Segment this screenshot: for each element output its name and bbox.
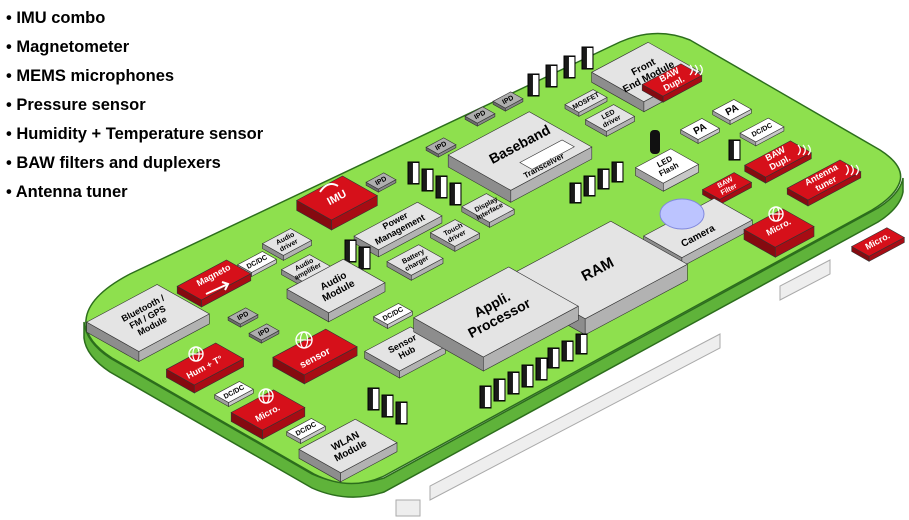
chip <box>583 175 596 197</box>
globe-icon <box>258 388 274 404</box>
baw-dupl-right: BAWDupl. <box>744 140 812 184</box>
chip <box>597 168 610 190</box>
led-flash: LEDFlash <box>634 148 700 192</box>
baw-filter: BAWFilter <box>701 172 753 205</box>
antenna-tuner: Antennatuner <box>786 159 862 207</box>
chip <box>367 387 380 411</box>
imu: IMU <box>296 175 378 231</box>
chip <box>561 340 574 362</box>
chip <box>507 371 520 395</box>
chip <box>563 55 576 79</box>
globe-icon <box>768 206 784 222</box>
flash-lens <box>650 130 660 154</box>
ipd-1-label: IPD <box>501 94 515 106</box>
chip <box>407 161 420 185</box>
chip <box>535 357 548 381</box>
chip <box>381 394 394 418</box>
feature-list-item: • BAW filters and duplexers <box>6 154 221 172</box>
chip <box>421 168 434 192</box>
ipd-2-label: IPD <box>473 109 487 121</box>
pa-1: PA <box>680 118 720 145</box>
chip <box>358 246 371 270</box>
chip <box>435 175 448 199</box>
ipd-2: IPD <box>464 106 496 127</box>
micro-right: Micro. <box>851 227 905 262</box>
ipd-5-label: IPD <box>236 310 250 322</box>
wave-icon <box>689 64 703 76</box>
dc-dc-top: DC/DC <box>739 117 785 147</box>
chip <box>395 401 408 425</box>
dc-dc-bottom: DC/DC <box>214 381 254 408</box>
sensor: sensor <box>272 328 358 385</box>
dc-dc-audio: DC/DC <box>237 251 277 278</box>
pa-2-label: PA <box>724 102 741 118</box>
appli-processor: Appli.Processor <box>413 266 579 372</box>
feature-list-item: • Pressure sensor <box>6 96 146 114</box>
chip <box>521 364 534 388</box>
dc-dc-wlan: DC/DC <box>286 418 326 445</box>
wave-icon <box>797 144 811 156</box>
chip <box>479 385 492 409</box>
chip <box>547 347 560 369</box>
feature-list-item: • IMU combo <box>6 9 106 27</box>
micro-bottom: Micro. <box>230 389 306 440</box>
ipd-4: IPD <box>365 172 397 193</box>
feature-list-item: • Humidity + Temperature sensor <box>6 125 264 143</box>
globe-icon <box>188 346 204 362</box>
chip <box>569 182 582 204</box>
ipd-6-label: IPD <box>257 326 271 338</box>
wave-icon <box>845 164 859 176</box>
rotation-icon <box>319 183 339 193</box>
ipd-4-label: IPD <box>374 175 388 187</box>
chip <box>493 378 506 402</box>
arrow-icon <box>205 281 230 295</box>
feature-list-item: • MEMS microphones <box>6 67 175 85</box>
chip <box>575 333 588 355</box>
dc-dc-mid: DC/DC <box>373 303 413 330</box>
display-interface: Displayinterface <box>461 193 515 228</box>
board-support-left <box>395 499 421 517</box>
ipd-3-label: IPD <box>434 140 448 152</box>
chip <box>344 239 357 263</box>
ipd-3: IPD <box>425 137 457 158</box>
micro-mid: Micro. <box>743 208 815 258</box>
chip <box>728 139 741 161</box>
globe-icon <box>295 331 313 349</box>
feature-list-item: • Antenna tuner <box>6 183 128 201</box>
audio-module: AudioModule <box>286 258 386 323</box>
chip <box>581 46 594 70</box>
chip <box>545 64 558 88</box>
pa-2: PA <box>712 99 752 126</box>
led-driver: LEDdriver <box>584 104 636 137</box>
wlan-module: WLANModule <box>298 418 398 483</box>
touch-driver: Touchdriver <box>429 219 481 252</box>
board-edge <box>83 177 904 498</box>
chip <box>611 161 624 183</box>
baseband: Baseband <box>447 111 593 203</box>
audio-driver: Audiodriver <box>261 228 313 261</box>
pa-1-label: PA <box>692 121 709 137</box>
board-support-mid <box>429 333 721 501</box>
ipd-5: IPD <box>227 307 259 328</box>
feature-list-item: • Magnetometer <box>6 38 130 56</box>
battery-charger: Batterycharger <box>386 244 444 281</box>
hum-temp: Hum + T° <box>165 342 245 394</box>
ipd-6: IPD <box>248 323 280 344</box>
feature-list: • IMU combo • Magnetometer • MEMS micropho… <box>6 4 263 207</box>
board-support-right <box>779 259 831 301</box>
chip <box>527 73 540 97</box>
chip <box>449 182 462 206</box>
ipd-1: IPD <box>492 91 524 112</box>
camera-lens <box>659 198 705 230</box>
